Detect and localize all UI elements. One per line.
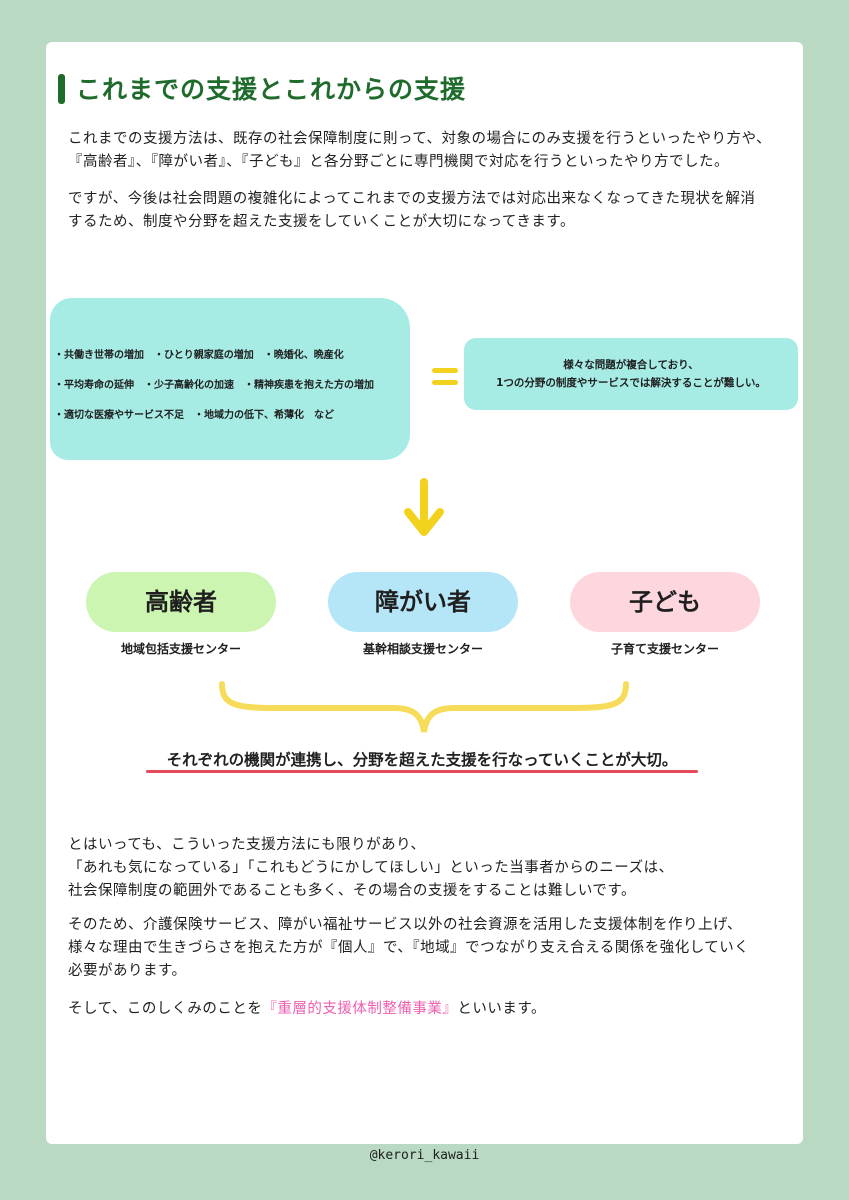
body-paragraph-3: そして、このしくみのことを『重層的支援体制整備事業』といいます。 [68, 998, 798, 1021]
center-label-elderly: 地域包括支援センター [120, 642, 241, 656]
title-accent-bar [58, 74, 65, 104]
program-name-highlight: 『重層的支援体制整備事業』 [262, 1001, 458, 1017]
emphasis-underline [146, 770, 698, 773]
p3-text-before: そして、このしくみのことを [68, 1001, 263, 1017]
body-paragraph-2: そのため、介護保険サービス、障がい福祉サービス以外の社会資源を活用した支援体制を… [68, 917, 750, 979]
author-handle: @kerori_kawaii [369, 1148, 480, 1163]
center-label-disabled: 基幹相談支援センター [362, 642, 483, 656]
curly-brace-icon [219, 681, 629, 733]
content-card: これまでの支援とこれからの支援 これまでの支援方法は、既存の社会保障制度に則って… [46, 42, 803, 1144]
problem-line-2: ・平均寿命の延伸 ・少子高齢化の加速 ・精神疾患を抱えた方の増加 [54, 380, 374, 391]
body-paragraph-1: とはいっても、こういった支援方法にも限りがあり、 「あれも気になっている」「これ… [68, 837, 674, 899]
emphasis-statement: それぞれの機関が連携し、分野を超えた支援を行なっていくことが大切。 [166, 751, 678, 769]
category-elderly: 高齢者 [86, 572, 276, 632]
result-text: 様々な問題が複合しており、 1つの分野の制度やサービスでは解決することが難しい。 [496, 359, 766, 389]
category-children: 子ども [570, 572, 760, 632]
center-label-children: 子育て支援センター [610, 642, 719, 656]
equals-icon [432, 368, 458, 388]
result-box: 様々な問題が複合しており、 1つの分野の制度やサービスでは解決することが難しい。 [464, 338, 798, 410]
category-disabled: 障がい者 [328, 572, 518, 632]
problem-line-3: ・適切な医療やサービス不足 ・地域力の低下、希薄化 など [54, 410, 334, 421]
intro-paragraph-2: ですが、今後は社会問題の複雑化によってこれまでの支援方法では対応出来なくなってき… [68, 191, 756, 230]
page-title: これまでの支援とこれからの支援 [76, 75, 467, 104]
down-arrow-icon [404, 478, 444, 536]
social-problems-box: ・共働き世帯の増加 ・ひとり親家庭の増加 ・晩婚化、晩産化 ・平均寿命の延伸 ・… [50, 298, 410, 460]
intro-paragraph-1: これまでの支援方法は、既存の社会保障制度に則って、対象の場合にのみ支援を行うとい… [68, 131, 772, 170]
p3-text-after: といいます。 [457, 1001, 546, 1017]
problem-line-1: ・共働き世帯の増加 ・ひとり親家庭の増加 ・晩婚化、晩産化 [54, 350, 344, 361]
